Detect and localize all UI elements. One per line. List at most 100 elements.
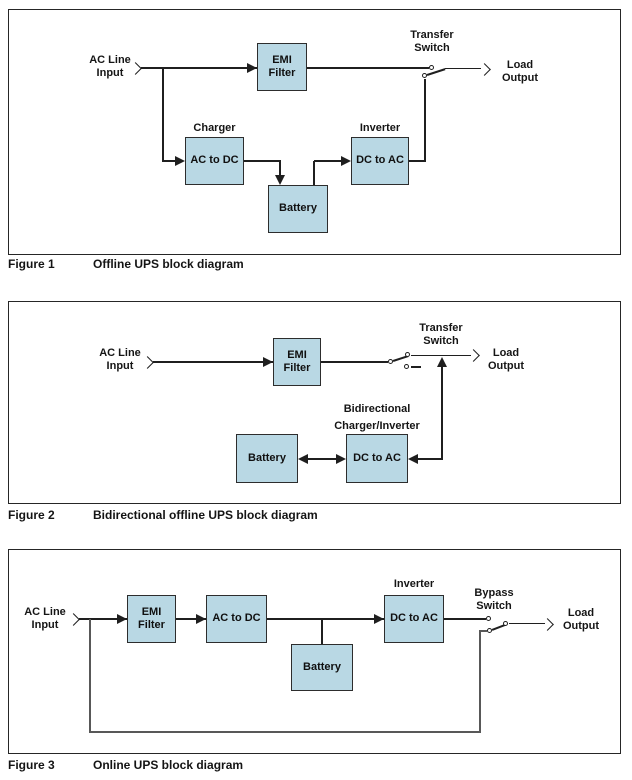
ac-to-dc-box: AC to DC bbox=[206, 595, 267, 643]
arrowhead-icon bbox=[408, 454, 418, 464]
arrowhead-icon bbox=[117, 614, 127, 624]
switch-contact-dot bbox=[487, 628, 493, 634]
ac-line-input-line1: AC Line bbox=[24, 606, 66, 618]
switch-contact-dot bbox=[486, 616, 492, 622]
load-output-label: Load Output bbox=[490, 59, 550, 85]
ac-line-input-label: AC Line Input bbox=[82, 54, 138, 80]
wire bbox=[244, 160, 281, 162]
switch-open-contact-dot bbox=[404, 364, 410, 370]
arrowhead-icon bbox=[374, 614, 384, 624]
ac-line-input-line2: Input bbox=[106, 360, 134, 372]
bypass-wire bbox=[479, 630, 487, 632]
bypass-switch-line1: Bypass bbox=[474, 587, 514, 599]
bypass-wire bbox=[89, 619, 91, 732]
load-output-line2: Output bbox=[487, 360, 525, 372]
figure3-frame: AC Line Input EMI Filter AC to DC Batter… bbox=[8, 549, 621, 754]
bypass-switch-line2: Switch bbox=[476, 600, 512, 612]
inverter-label: Inverter bbox=[359, 122, 401, 134]
emi-filter-line1: EMI bbox=[272, 53, 292, 66]
bidirectional-charger-inverter-label: Bidirectional Charger/Inverter bbox=[317, 401, 437, 434]
ac-to-dc-box: AC to DC bbox=[185, 137, 244, 185]
switch-contact-dot bbox=[503, 621, 509, 627]
charger-label: Charger bbox=[193, 122, 236, 134]
arrowhead-icon bbox=[247, 63, 257, 73]
battery-box: Battery bbox=[268, 185, 328, 233]
transfer-switch-line1: Transfer bbox=[419, 322, 463, 334]
wire bbox=[279, 161, 281, 176]
wire bbox=[313, 161, 315, 185]
transfer-switch-line1: Transfer bbox=[410, 29, 454, 41]
emi-filter-line2: Filter bbox=[138, 619, 165, 631]
figure1-caption-label: Figure 1 bbox=[8, 257, 55, 271]
figure2-caption-title: Bidirectional offline UPS block diagram bbox=[93, 508, 318, 522]
ac-line-input-line2: Input bbox=[96, 67, 124, 79]
emi-filter-box: EMI Filter bbox=[127, 595, 176, 643]
figure3-caption: Figure 3 Online UPS block diagram bbox=[8, 758, 243, 772]
figure3-caption-label: Figure 3 bbox=[8, 758, 55, 772]
bypass-wire bbox=[479, 631, 481, 732]
arrowhead-icon bbox=[437, 356, 447, 367]
figure1-caption: Figure 1 Offline UPS block diagram bbox=[8, 257, 244, 271]
arrowhead-icon bbox=[298, 454, 308, 464]
wire bbox=[79, 618, 486, 620]
wire bbox=[163, 160, 176, 162]
bypass-wire bbox=[89, 731, 481, 733]
transfer-switch-label: Transfer Switch bbox=[411, 322, 471, 348]
arrowhead-icon bbox=[263, 357, 273, 367]
arrowhead-icon bbox=[336, 454, 346, 464]
load-output-line1: Load bbox=[506, 59, 534, 71]
load-output-line2: Output bbox=[562, 620, 600, 632]
wire bbox=[314, 160, 342, 162]
load-output-line1: Load bbox=[567, 607, 595, 619]
bidirectional-line2: Charger/Inverter bbox=[334, 419, 420, 432]
figure3-caption-title: Online UPS block diagram bbox=[93, 758, 244, 772]
ac-line-input-line2: Input bbox=[31, 619, 59, 631]
transfer-switch-line2: Switch bbox=[423, 335, 459, 347]
transfer-switch-line2: Switch bbox=[414, 42, 450, 54]
figure1-caption-title: Offline UPS block diagram bbox=[93, 257, 244, 271]
arrowhead-icon bbox=[341, 156, 351, 166]
switch-contact-dot bbox=[429, 65, 435, 71]
arrowhead-icon bbox=[275, 175, 285, 185]
emi-filter-line1: EMI bbox=[141, 605, 162, 618]
switch-contact-stub bbox=[410, 366, 421, 368]
load-output-label: Load Output bbox=[476, 347, 536, 373]
dc-to-ac-box: DC to AC bbox=[351, 137, 409, 185]
output-chevron-icon bbox=[478, 62, 491, 76]
figure2-caption-label: Figure 2 bbox=[8, 508, 55, 522]
dc-to-ac-box: DC to AC bbox=[384, 595, 444, 643]
battery-box: Battery bbox=[236, 434, 298, 483]
switch-contact-dot bbox=[388, 359, 394, 365]
bidirectional-line1: Bidirectional bbox=[343, 403, 411, 415]
load-output-label: Load Output bbox=[551, 607, 611, 633]
emi-filter-line2: Filter bbox=[268, 67, 296, 79]
dc-to-ac-box: DC to AC bbox=[346, 434, 408, 483]
transfer-switch-label: Transfer Switch bbox=[402, 29, 462, 55]
emi-filter-line1: EMI bbox=[287, 348, 307, 361]
ac-line-input-label: AC Line Input bbox=[92, 347, 148, 373]
emi-filter-box: EMI Filter bbox=[257, 43, 307, 91]
ac-line-input-line1: AC Line bbox=[89, 54, 131, 66]
arrowhead-icon bbox=[175, 156, 185, 166]
wire bbox=[424, 79, 426, 162]
wire bbox=[162, 68, 164, 162]
load-output-line1: Load bbox=[492, 347, 520, 359]
emi-filter-box: EMI Filter bbox=[273, 338, 321, 386]
ac-line-input-line1: AC Line bbox=[99, 347, 141, 359]
switch-contact-dot bbox=[405, 352, 411, 358]
load-output-line2: Output bbox=[501, 72, 539, 84]
figure2-frame: AC Line Input EMI Filter Transfer Switch… bbox=[8, 301, 621, 504]
switch-contact-dot bbox=[422, 73, 428, 79]
wire bbox=[307, 458, 337, 460]
battery-box: Battery bbox=[291, 644, 353, 691]
ac-line-input-label: AC Line Input bbox=[17, 606, 73, 632]
figure2-caption: Figure 2 Bidirectional offline UPS block… bbox=[8, 508, 318, 522]
figure1-frame: AC Line Input EMI Filter Charger AC to D… bbox=[8, 9, 621, 255]
wire bbox=[411, 354, 471, 357]
wire bbox=[321, 619, 323, 644]
wire bbox=[441, 364, 443, 460]
emi-filter-line2: Filter bbox=[283, 362, 311, 374]
wire bbox=[409, 160, 426, 162]
wire bbox=[418, 458, 443, 460]
wire bbox=[445, 67, 481, 70]
